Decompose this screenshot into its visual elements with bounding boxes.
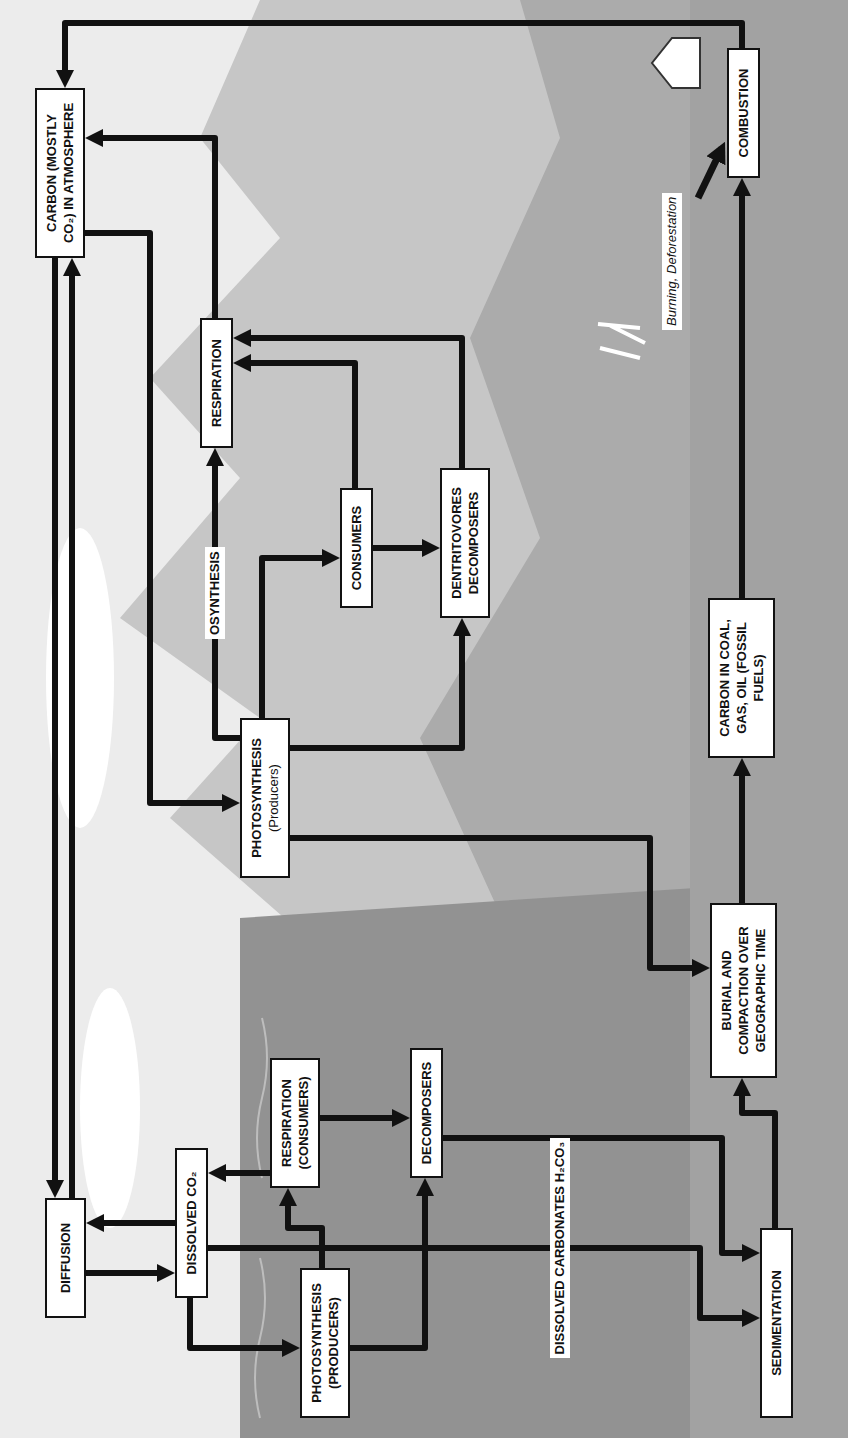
process-box: COMBUSTION [727, 48, 760, 178]
flow-arrow [320, 1115, 404, 1121]
flow-arrow [208, 1248, 754, 1318]
node-title: DIFFUSION [57, 1208, 74, 1308]
process-box: CARBON IN COAL, GAS, OIL (FOSSIL FUELS) [708, 598, 775, 758]
flow-arrow [239, 363, 355, 488]
process-box: RESPIRATION [200, 318, 233, 448]
flow-arrow [373, 545, 434, 551]
flow-arrow [739, 184, 745, 598]
flow-arrow [350, 1184, 425, 1348]
annotation-label: Burning, Deforestation [662, 193, 682, 330]
flow-arrow [65, 23, 742, 82]
node-title: CARBON (MOSTLY CO₂) IN ATMOSPHERE [43, 98, 77, 248]
node-title: COMBUSTION [735, 58, 752, 168]
felled-trees [598, 324, 645, 358]
flow-arrow [214, 1170, 270, 1176]
flow-arrow [85, 233, 234, 803]
node-title: SEDIMENTATION [768, 1238, 785, 1408]
process-box: CONSUMERS [340, 488, 373, 608]
flow-arrow [288, 1194, 322, 1268]
process-box: DIFFUSION [45, 1198, 86, 1318]
flow-arrow [443, 1138, 754, 1253]
flow-arrow [262, 558, 334, 718]
node-title: BURIAL AND COMPACTION OVER GEOGRAPHIC TI… [718, 913, 769, 1068]
process-box: DISSOLVED CO₂ [175, 1148, 208, 1298]
process-box: SEDIMENTATION [760, 1228, 793, 1418]
house-icon [652, 38, 700, 88]
flow-arrow [290, 624, 462, 748]
node-title: DECOMPOSERS [418, 1058, 435, 1168]
node-title: RESPIRATION [208, 328, 225, 438]
node-title: PHOTOSYNTHESIS [308, 1278, 325, 1408]
node-subtitle: (Producers) [265, 728, 282, 868]
process-box: DECOMPOSERS [410, 1048, 443, 1178]
node-title: CARBON IN COAL, GAS, OIL (FOSSIL FUELS) [716, 608, 767, 748]
cloud [80, 988, 140, 1228]
node-title: DENTRITOVORES DECOMPOSERS [448, 478, 482, 608]
process-box: DENTRITOVORES DECOMPOSERS [440, 468, 490, 618]
flow-arrow [742, 1084, 775, 1228]
flow-arrow [290, 838, 704, 968]
node-subtitle: (CONSUMERS) [295, 1068, 312, 1178]
edge-label: DISSOLVED CARBONATES H₂CO₃ [550, 1138, 570, 1359]
node-title: PHOTOSYNTHESIS [248, 728, 265, 868]
flow-arrow [69, 264, 75, 1198]
process-box: PHOTOSYNTHESIS(Producers) [240, 718, 290, 878]
node-subtitle: (PRODUCERS) [325, 1278, 342, 1408]
process-box: PHOTOSYNTHESIS(PRODUCERS) [300, 1268, 350, 1418]
flow-arrow [86, 1270, 169, 1276]
process-box: RESPIRATION(CONSUMERS) [270, 1058, 320, 1188]
node-title: RESPIRATION [278, 1068, 295, 1178]
flow-arrow [739, 764, 745, 903]
node-title: CONSUMERS [348, 498, 365, 598]
flow-arrow [91, 138, 215, 318]
edge-label: OSYNTHESIS [205, 547, 225, 639]
node-title: DISSOLVED CO₂ [183, 1158, 200, 1288]
waves [255, 1018, 267, 1418]
flow-arrow [239, 338, 462, 468]
sediment-layers [690, 0, 848, 1438]
process-box: BURIAL AND COMPACTION OVER GEOGRAPHIC TI… [710, 903, 777, 1078]
flow-arrow [92, 1220, 175, 1226]
process-box: CARBON (MOSTLY CO₂) IN ATMOSPHERE [35, 88, 85, 258]
burning-arrow [698, 148, 722, 198]
flow-arrow [52, 258, 58, 1192]
flow-arrow [190, 1298, 294, 1348]
